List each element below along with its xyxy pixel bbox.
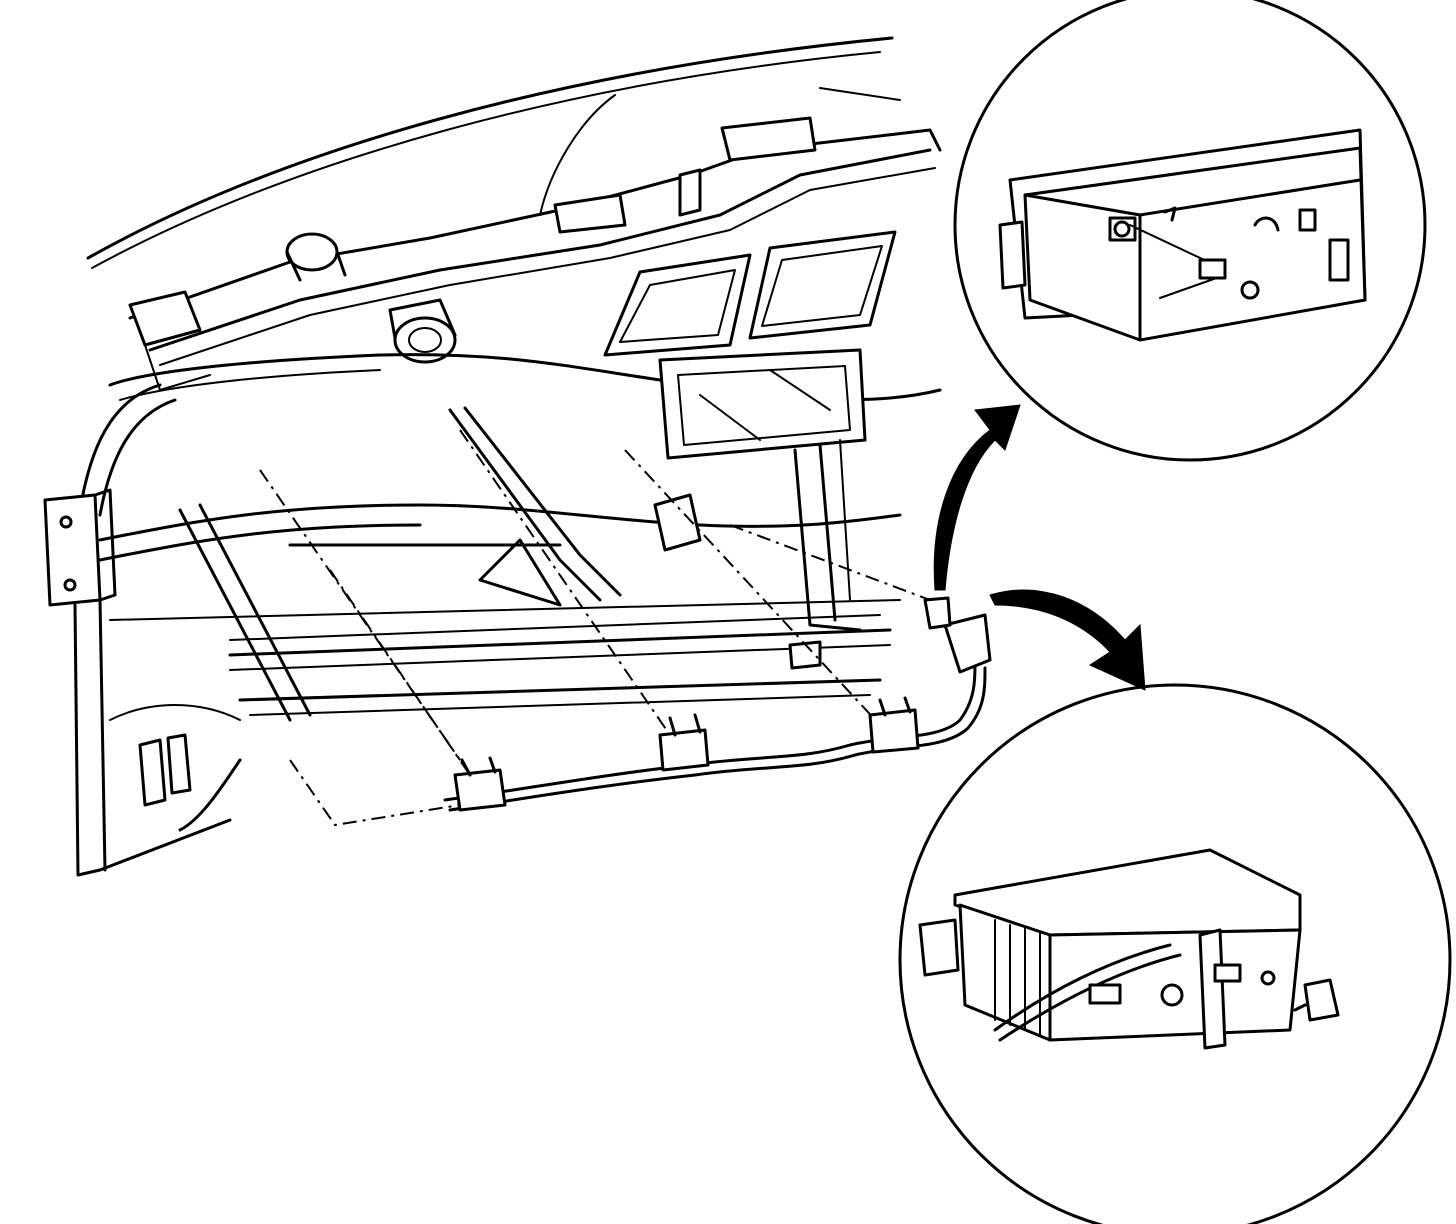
leader-lines [259, 429, 931, 827]
lower-carrier-beam [98, 406, 902, 722]
wiring-harness [443, 596, 992, 812]
harness-clip-center [658, 713, 710, 772]
harness-clip-left [453, 756, 507, 812]
harness-clip-right [868, 696, 920, 754]
arrow-to-upper-callout [933, 404, 1021, 591]
upper-detail-callout [953, 0, 1427, 462]
center-air-ducts [658, 348, 867, 460]
harness-connector [923, 596, 992, 674]
arrow-to-lower-callout [989, 589, 1146, 691]
instrument-panel-carrier [78, 116, 942, 517]
upper-detail-callout-module [998, 128, 1367, 342]
defroster-outlets [603, 230, 897, 357]
left-mounting-bracket [43, 488, 242, 877]
lower-detail-callout-module [918, 848, 1340, 1050]
lower-detail-callout [898, 683, 1452, 1224]
dashboard-windshield-edge [86, 36, 901, 269]
